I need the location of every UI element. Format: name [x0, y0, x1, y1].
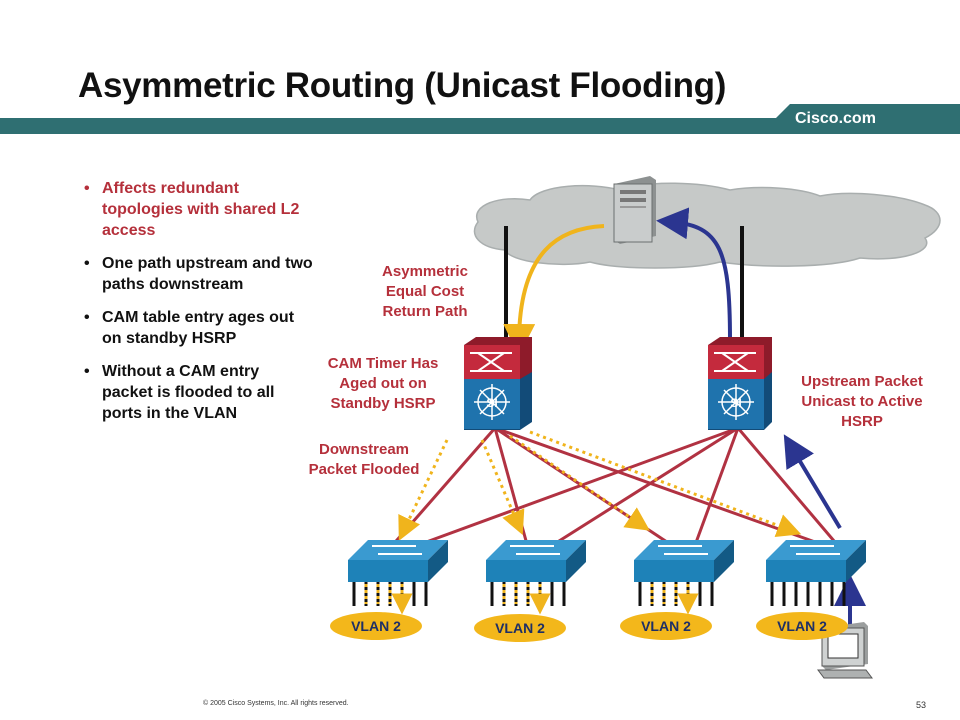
header-band — [0, 118, 960, 134]
upstream-access-arrow — [783, 434, 842, 530]
bullet-item: One path upstream and two paths downstre… — [84, 253, 314, 295]
vlan-badge: VLAN 2 — [620, 612, 712, 640]
bullet-list: Affects redundant topologies with shared… — [84, 178, 314, 436]
vlan-badge: VLAN 2 — [756, 612, 848, 640]
slide-title: Asymmetric Routing (Unicast Flooding) — [78, 66, 727, 105]
upstream-path-arrow — [656, 207, 732, 341]
brand-logo-text[interactable]: Cisco.com — [795, 110, 876, 127]
switch-icon[interactable] — [766, 540, 866, 606]
router-icon[interactable]: SI — [708, 337, 772, 430]
bullet-item: CAM table entry ages out on standby HSRP — [84, 307, 314, 349]
flood-paths — [398, 430, 802, 541]
return-path-arrow — [503, 224, 605, 356]
router-badge: SI — [730, 396, 741, 410]
bullet-item: Without a CAM entry packet is flooded to… — [84, 361, 314, 424]
vlan-badge: VLAN 2 — [474, 614, 566, 642]
brand-tab — [776, 104, 960, 134]
downstream-flood-label: Downstream Packet Flooded — [308, 441, 420, 478]
bullet-item: Affects redundant topologies with shared… — [84, 178, 314, 241]
vlan-badge: VLAN 2 — [330, 612, 422, 640]
upstream-packet-label: Upstream Packet Unicast to Active HSRP — [801, 373, 923, 430]
cam-timer-label: CAM Timer Has Aged out on Standby HSRP — [327, 355, 439, 412]
uplinks — [504, 226, 744, 342]
copyright-footer: © 2005 Cisco Systems, Inc. All rights re… — [203, 700, 349, 707]
server-icon[interactable] — [613, 176, 656, 244]
switch-icon[interactable] — [634, 540, 734, 606]
switch-icon[interactable] — [348, 540, 448, 606]
router-icon[interactable]: SI — [464, 337, 532, 430]
cloud-icon — [473, 182, 941, 269]
asymmetric-path-label: Asymmetric Equal Cost Return Path — [382, 263, 468, 320]
page-number: 53 — [916, 700, 927, 710]
router-badge: SI — [486, 396, 497, 410]
downstream-links — [388, 426, 842, 550]
switch-icon[interactable] — [486, 540, 586, 606]
